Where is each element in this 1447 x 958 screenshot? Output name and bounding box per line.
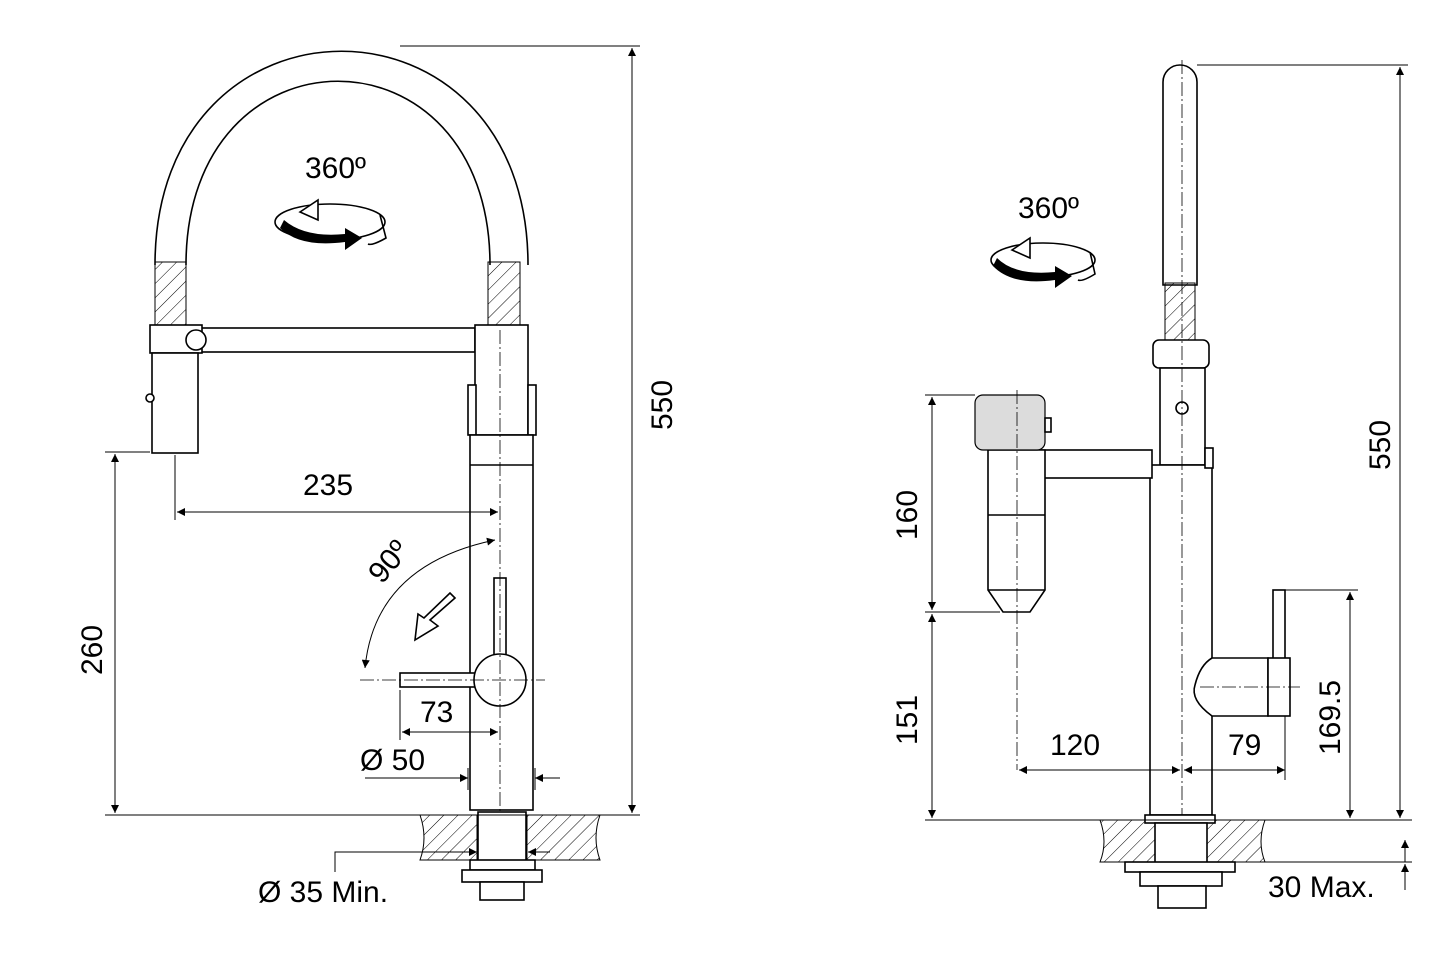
offset-label: 120 [1050, 729, 1100, 762]
dimension-lines-right [925, 64, 1412, 890]
reach-label: 235 [303, 469, 353, 502]
spout-arm [1039, 449, 1153, 479]
spout-tube [1162, 64, 1198, 286]
lever-label: 73 [420, 696, 453, 729]
spout-arm [194, 327, 476, 353]
rotation-arrow-icon [274, 198, 387, 250]
body [1149, 464, 1213, 816]
spring-left [154, 261, 187, 326]
handle-label: 79 [1228, 729, 1261, 762]
spray-button [974, 394, 1046, 451]
sink-deck-left [419, 814, 478, 861]
swivel-label: 90º [362, 534, 416, 589]
height-label-left: 550 [646, 380, 679, 430]
holder [1159, 367, 1206, 466]
hose-arc [154, 50, 529, 266]
spray-head [151, 352, 199, 454]
clearance-label: 151 [891, 695, 924, 745]
rotation-arrow-icon [990, 236, 1096, 288]
spout-height-label: 260 [76, 625, 109, 675]
rotation-label-left: 360º [305, 152, 366, 185]
spring-right [487, 261, 521, 326]
spray-head [987, 449, 1046, 613]
head-label: 160 [891, 490, 924, 540]
spring [1164, 282, 1196, 342]
dimension-lines-left [105, 45, 640, 872]
swivel-arrow-icon [414, 591, 457, 642]
holder [474, 324, 529, 436]
base-diameter-label: Ø 50 [360, 744, 425, 777]
height-label-right: 550 [1364, 420, 1397, 470]
left-faucet: 360º 550 235 90º 260 73 Ø 50 Ø 35 Min. [76, 45, 679, 909]
deck-label: 30 Max. [1268, 871, 1375, 904]
swivel-arc [361, 537, 496, 669]
rotation-label-right: 360º [1018, 192, 1079, 225]
right-faucet: 360º 550 160 151 120 79 169.5 30 Max. [891, 60, 1412, 909]
handle-height-label: 169.5 [1314, 680, 1347, 755]
lever [1272, 589, 1286, 661]
hole-label: Ø 35 Min. [258, 876, 388, 909]
